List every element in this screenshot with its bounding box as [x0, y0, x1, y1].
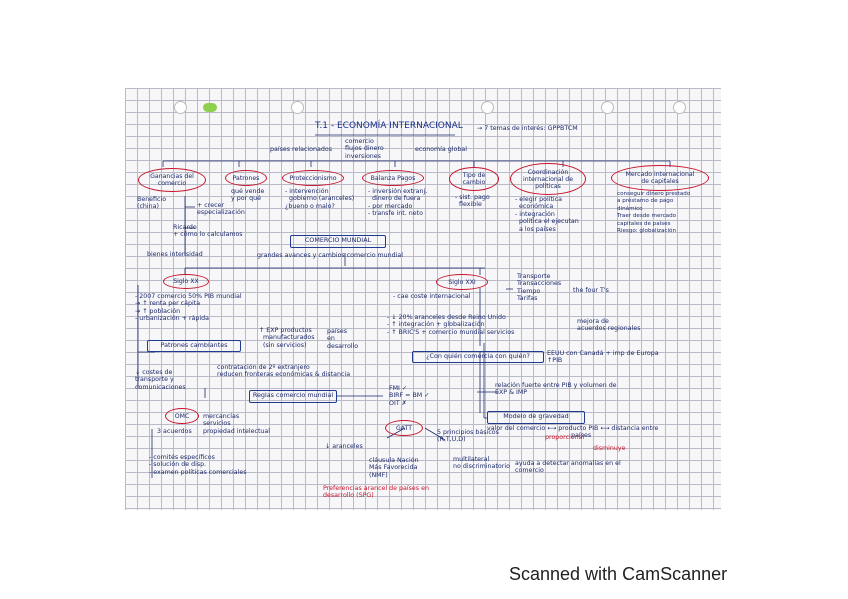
topic-proteccionismo: Proteccionismo	[282, 170, 344, 186]
topic-balanza-pagos: Balanza Pagos	[362, 170, 424, 186]
siglo-xx-notes: - 2007 comercio 50% PIB mundial → ↑ rent…	[135, 293, 242, 323]
gatt-preferencias: Preferencias arancel de países en desarr…	[323, 485, 429, 500]
gatt-aranceles: ↓ aranceles	[325, 443, 363, 450]
topic-tipo-cambio: Tipo de cambio	[449, 167, 499, 191]
gatt-clausula: cláusula Nación Más Favorecida (NMF)	[369, 457, 419, 479]
omc-list: - comités específicos - solución de disp…	[149, 454, 247, 476]
question-relation: relación fuerte entre PIB y volumen de E…	[495, 382, 617, 397]
note-ganancias-b: Ricardo + cómo lo calculamos	[173, 224, 243, 239]
siglo-xxi-list: Transporte Transacciones Tiempo Tarifas	[517, 273, 561, 303]
siglo-xx-paises: países en desarrollo	[327, 328, 358, 350]
siglo-xx-contr: contratación de 2º extranjero reducen fr…	[217, 364, 350, 379]
siglo-xxi-mejora: mejora de acuerdos regionales	[577, 318, 640, 333]
note-balanza: - inversión extranj. dinero de fuera - p…	[368, 188, 427, 218]
gatt-multilateral: multilateral no discriminatorio	[453, 456, 510, 471]
four-t-label: the four T's	[573, 287, 609, 294]
gravedad-ayuda: ayuda a detectar anomalías en el comerci…	[515, 460, 621, 475]
note-mercado: conseguir dinero prestado a préstamo de …	[617, 191, 690, 235]
siglo-xx-cambios: ↑ EXP productos manufacturados (sin serv…	[259, 327, 315, 349]
reglas-fmi: FMI ✓ BIRF = BM ✓ OIT ✗	[389, 385, 429, 407]
note-ganancias-a: + crecer especialización	[197, 202, 245, 217]
question-answer: EEUU con Canadá + imp de Europa ↑PIB	[547, 350, 659, 365]
comercio-mundial-box: COMERCIO MUNDIAL	[290, 235, 386, 248]
reglas-box: Reglas comercio mundial	[249, 390, 337, 403]
siglo-xx-costes: ↓ costes de transporte y comunicaciones	[135, 369, 186, 391]
siglo-xxi-notes: - cae coste internacional	[393, 293, 470, 300]
topic-coordinacion: Coordinación internacional de políticas	[510, 163, 586, 195]
interest-note: → 7 temas de interés: GPPBTCM	[477, 125, 578, 132]
gravedad-dism: disminuye	[593, 445, 626, 452]
gatt-principios: 5 principios básicos (R,T,U,D)	[437, 429, 499, 444]
note-proteccionismo: - intervención gobierno (aranceles) ¿bue…	[285, 188, 354, 210]
topic-patrones: Patrones	[225, 170, 267, 186]
intro-middle: comercio flujos dinero inversiones	[345, 138, 384, 160]
gravedad-box: Modelo de gravedad	[487, 411, 585, 424]
siglo-xx-oval: Siglo XX	[163, 274, 209, 289]
note-ganancias-c: bienes intensidad	[147, 251, 203, 258]
note-patrones: qué vende y por qué	[231, 188, 264, 203]
comercio-mundial-sub: grandes avances y cambios comercio mundi…	[257, 252, 403, 259]
patrones-cambiantes-box: Patrones cambiantes	[147, 340, 241, 352]
siglo-xxi-events: - ↓ 20% aranceles desde Reino Unido - ↑ …	[387, 314, 514, 336]
scanner-watermark: Scanned with CamScanner	[509, 564, 727, 585]
note-ganancias: Beneficio (china)	[137, 196, 166, 211]
gravedad-prop: proporcional	[545, 434, 584, 441]
omc-oval: OMC	[165, 408, 199, 424]
page-title: T.1 - ECONOMÍA INTERNACIONAL	[315, 123, 463, 130]
question-box: ¿Con quién comercia con quién?	[412, 351, 544, 363]
intro-right: economía global	[415, 146, 467, 153]
omc-3-acuerdos: 3 acuerdos	[157, 428, 192, 435]
notebook-page: T.1 - ECONOMÍA INTERNACIONAL → 7 temas d…	[125, 88, 721, 510]
topic-mercado-capitales: Mercado internacional de capitales	[611, 165, 709, 191]
gatt-oval: GATT	[385, 420, 423, 436]
intro-left: países relacionados	[270, 146, 332, 153]
omc-notes: mercancías servicios propiedad intelectu…	[203, 413, 270, 435]
siglo-xxi-oval: Siglo XXI	[436, 274, 488, 290]
note-tipo: - sist. pago flexible	[455, 194, 490, 209]
note-coordinacion: - elegir política económica - integració…	[515, 196, 579, 233]
topic-ganancias: Ganancias del comercio	[138, 168, 206, 192]
